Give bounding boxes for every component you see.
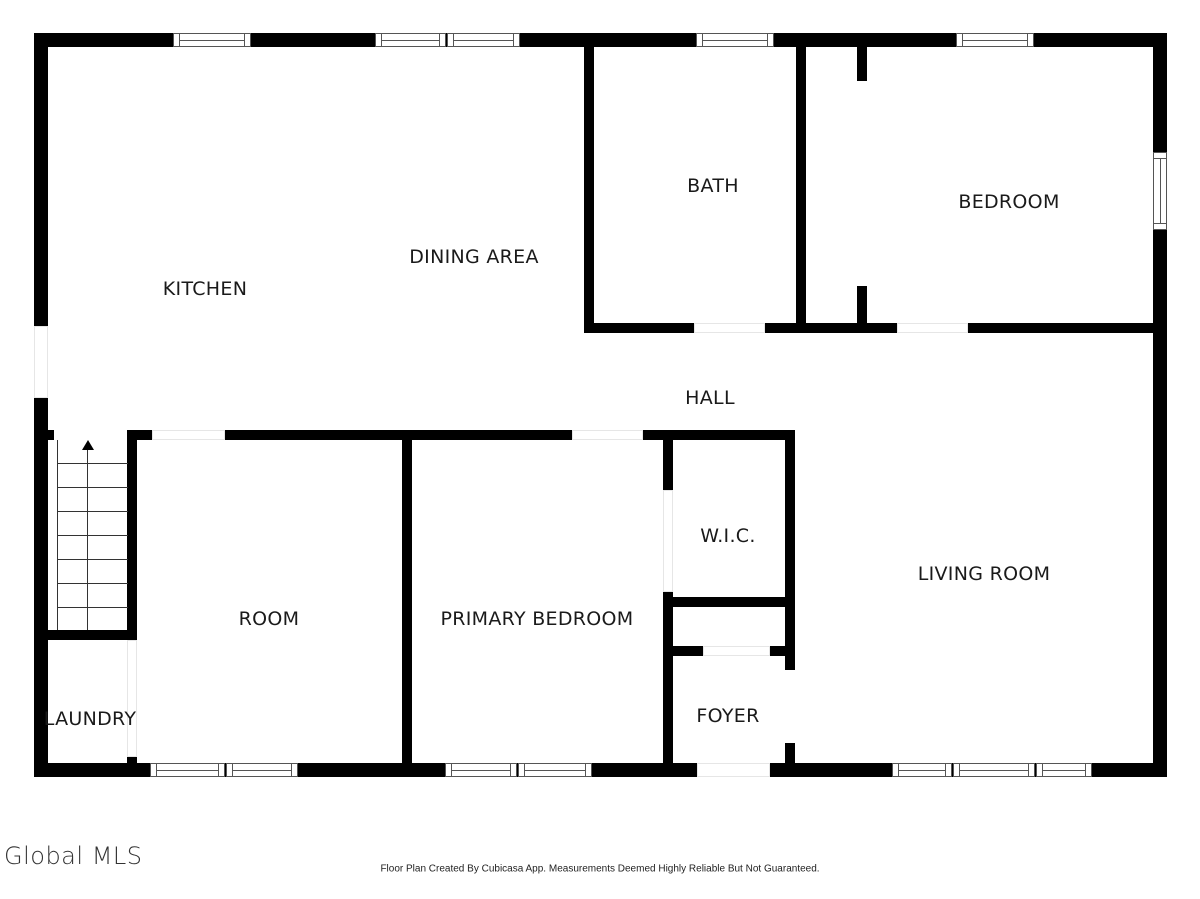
wall-bath-left <box>584 33 594 333</box>
wall-closet-stub-bottom <box>857 286 867 333</box>
floor-plan-disclaimer: Floor Plan Created By Cubicasa App. Meas… <box>380 863 820 875</box>
wall-room-primary <box>402 430 412 777</box>
room-label-bath: BATH <box>687 175 739 197</box>
window-living-2 <box>953 763 1035 777</box>
window-dining-2 <box>447 33 520 47</box>
wall-wic-bottom <box>663 597 795 607</box>
wall-stair-top-stub <box>34 430 54 440</box>
exterior-wall-left-lower <box>34 398 48 777</box>
room-label-bedroom: BEDROOM <box>958 191 1060 213</box>
door-bath[interactable] <box>694 323 765 333</box>
wall-stair-bottom <box>34 630 137 640</box>
window-primary-2 <box>518 763 592 777</box>
door-room[interactable] <box>152 430 225 440</box>
stair-step <box>57 511 128 512</box>
stair-up-arrow-icon <box>82 440 94 450</box>
stair-step <box>57 583 128 584</box>
exterior-wall-right <box>1153 33 1167 777</box>
door-laundry[interactable] <box>127 640 137 757</box>
wall-bath-bottom-right <box>765 323 897 333</box>
room-label-kitchen: KITCHEN <box>162 278 248 300</box>
room-label-room: ROOM <box>238 608 300 630</box>
global-mls-logo: Global MLS <box>4 842 143 870</box>
room-label-hall: HALL <box>685 387 735 409</box>
room-label-living-room: LIVING ROOM <box>917 563 1051 585</box>
wall-wic-right <box>785 430 795 670</box>
door-wic[interactable] <box>663 490 673 592</box>
wall-closet-stub-top <box>857 33 867 81</box>
room-label-primary-bedroom: PRIMARY BEDROOM <box>440 608 634 630</box>
stair-step <box>57 535 128 536</box>
door-foyer-closet[interactable] <box>703 646 770 656</box>
window-kitchen <box>173 33 251 47</box>
wall-bath-right <box>796 33 806 333</box>
window-bedroom-side <box>1153 152 1167 230</box>
wall-stair-right <box>127 430 137 640</box>
wall-foyer-right-stub <box>785 743 795 777</box>
wall-foyer-top-right <box>770 646 795 656</box>
wall-laundry-right-stub <box>127 757 137 777</box>
exterior-wall-left-upper <box>34 33 48 326</box>
window-bath <box>696 33 774 47</box>
window-dining-1 <box>375 33 446 47</box>
exterior-wall-top <box>34 33 1167 47</box>
wall-bath-bottom-left <box>584 323 694 333</box>
wall-room-top <box>225 430 572 440</box>
wall-wic-left-lower <box>663 592 673 777</box>
room-label-dining-area: DINING AREA <box>409 246 539 268</box>
room-label-wic: W.I.C. <box>700 525 756 547</box>
door-bedroom[interactable] <box>897 323 968 333</box>
door-exterior-left[interactable] <box>34 326 48 398</box>
wall-room-top-stub <box>127 430 152 440</box>
wall-primary-top <box>643 430 795 440</box>
room-label-laundry: LAUNDRY <box>43 708 137 730</box>
stair-step <box>57 463 128 464</box>
wall-bedroom-bottom <box>968 323 1167 333</box>
stair-step <box>57 607 128 608</box>
window-room-1 <box>150 763 225 777</box>
wall-foyer-top-left <box>663 646 703 656</box>
stair-step <box>57 487 128 488</box>
wall-wic-left-upper <box>663 430 673 490</box>
stair-step <box>57 559 128 560</box>
staircase <box>52 440 128 630</box>
room-label-foyer: FOYER <box>696 705 760 727</box>
window-living-1 <box>892 763 952 777</box>
stair-direction-line <box>87 450 88 630</box>
door-primary-bedroom[interactable] <box>572 430 643 440</box>
window-room-2 <box>226 763 298 777</box>
door-front-entry[interactable] <box>697 763 770 777</box>
window-living-3 <box>1036 763 1092 777</box>
window-primary-1 <box>445 763 517 777</box>
window-bedroom-top <box>956 33 1034 47</box>
